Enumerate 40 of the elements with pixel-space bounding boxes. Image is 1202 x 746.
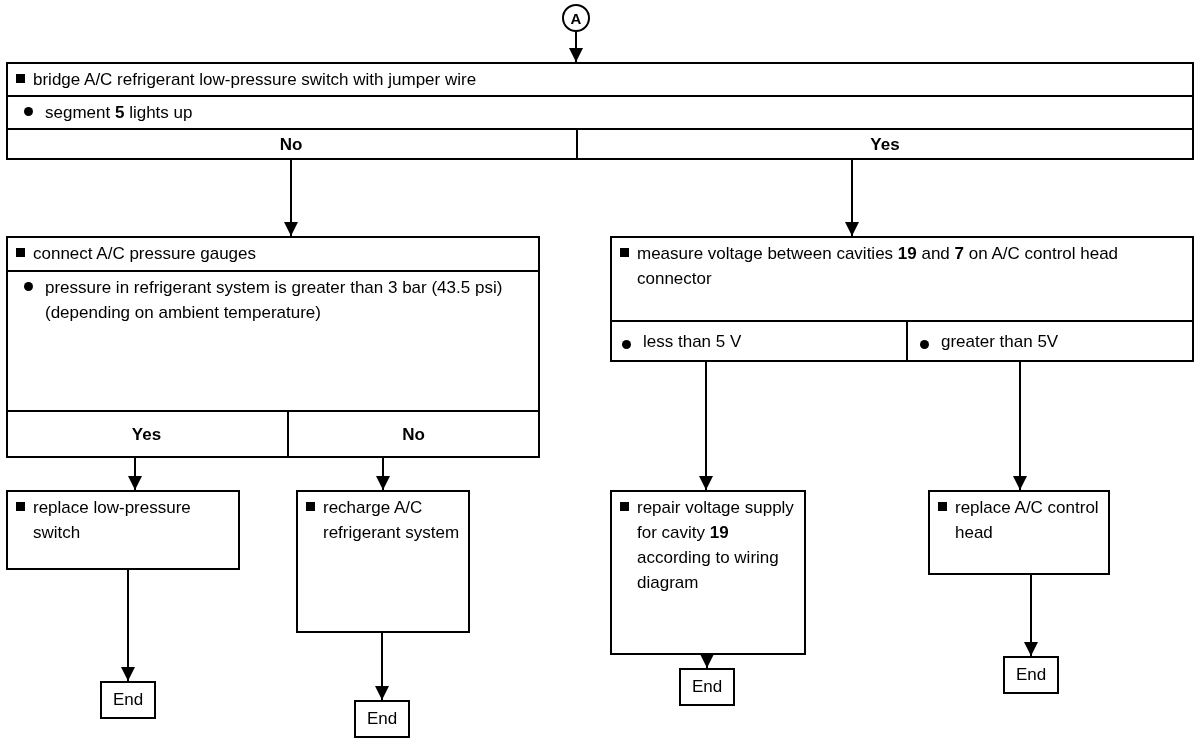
arrow <box>699 361 713 491</box>
arrow <box>700 654 714 669</box>
step-text: connect A/C pressure gauges <box>33 243 257 265</box>
step-text: replace A/C control head <box>955 497 1100 544</box>
end-box: End <box>100 681 156 719</box>
step-text: repair voltage supply for cavity 19 according to wiring diagram <box>637 497 795 594</box>
cell-text: No <box>279 133 303 156</box>
cell-text: Yes <box>870 133 900 156</box>
step-text: pressure in refrigerant system is greater than 3 bar (43.5 psi) (depending on ambient temperature) <box>45 277 504 324</box>
arrow <box>1024 574 1038 657</box>
arrow <box>284 159 298 237</box>
cell-text: Yes <box>131 423 162 446</box>
step-text: segment 5 lights up <box>45 102 193 124</box>
step-text: recharge A/C refrigerant system <box>323 497 460 544</box>
step-box <box>928 490 1110 575</box>
step-text: replace low-pressure switch <box>33 497 192 544</box>
step-box <box>296 490 470 633</box>
step-box <box>610 236 1194 362</box>
arrow <box>376 457 390 491</box>
cell-text: No <box>402 423 425 446</box>
arrow <box>845 159 859 237</box>
arrow <box>128 457 142 491</box>
arrow <box>121 569 135 682</box>
answer-cell <box>287 410 538 456</box>
answer-cell <box>576 128 1192 158</box>
end-box: End <box>354 700 410 738</box>
cell-text: greater than 5V <box>941 330 1059 353</box>
end-box: End <box>679 668 735 706</box>
condition-cell <box>906 320 1192 360</box>
end-box: End <box>1003 656 1059 694</box>
step-box <box>6 490 240 570</box>
step-text: bridge A/C refrigerant low-pressure switch with jumper wire <box>33 69 477 91</box>
step-box <box>6 62 1194 160</box>
arrow <box>569 31 583 63</box>
step-box <box>6 236 540 458</box>
cell-text: less than 5 V <box>643 330 742 353</box>
arrow <box>375 632 389 701</box>
step-text: measure voltage between cavities 19 and 7 on A/C control head connector <box>637 243 1120 290</box>
step-box <box>610 490 806 655</box>
arrow <box>1013 361 1027 491</box>
